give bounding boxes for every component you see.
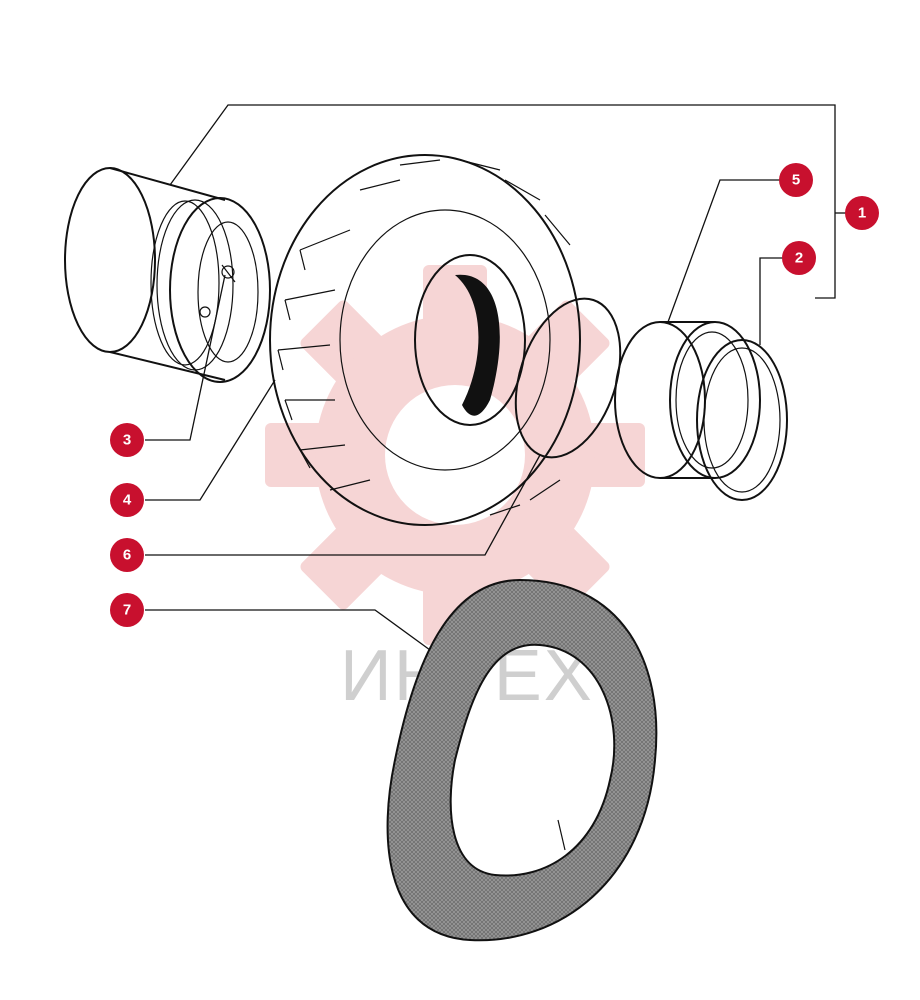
tire: [269, 154, 581, 526]
callout-1-label: 1: [858, 205, 866, 222]
side-ring: [614, 321, 761, 479]
callout-2-label: 2: [795, 250, 803, 267]
callout-6[interactable]: 6: [110, 538, 144, 572]
watermark-gear-icon: [265, 265, 645, 645]
callout-1[interactable]: 1: [845, 196, 879, 230]
callout-5-label: 5: [792, 172, 800, 189]
o-ring: [514, 297, 622, 459]
callout-3[interactable]: 3: [110, 423, 144, 457]
callout-7-label: 7: [123, 602, 131, 619]
callout-4[interactable]: 4: [110, 483, 144, 517]
callout-7[interactable]: 7: [110, 593, 144, 627]
wheel-rim: [64, 167, 271, 383]
lock-ring: [696, 339, 788, 501]
callout-6-label: 6: [123, 547, 131, 564]
callout-4-label: 4: [123, 492, 132, 509]
leader-2: [759, 257, 785, 345]
leader-1: [169, 104, 836, 299]
callout-2[interactable]: 2: [782, 241, 816, 275]
leader-7: [145, 609, 431, 651]
leader-4: [145, 379, 276, 501]
leader-6: [145, 454, 541, 556]
leader-lines: [145, 104, 848, 651]
callout-5[interactable]: 5: [779, 163, 813, 197]
callout-3-label: 3: [123, 432, 131, 449]
leader-5: [667, 179, 780, 323]
leader-3: [145, 274, 226, 441]
inner-tube: [386, 578, 658, 942]
